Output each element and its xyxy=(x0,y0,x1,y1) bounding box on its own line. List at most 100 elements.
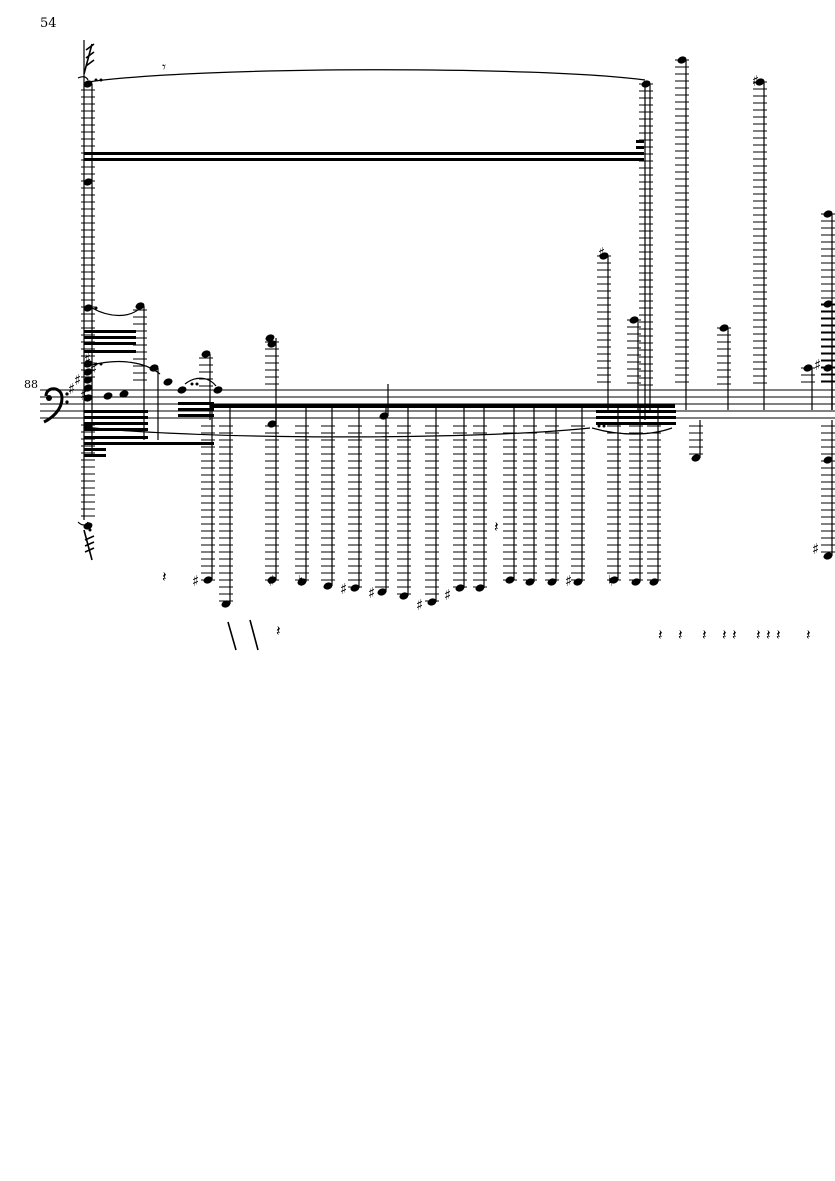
notehead xyxy=(629,316,639,324)
notehead xyxy=(83,80,93,88)
svg-text:𝄽: 𝄽 xyxy=(732,626,737,644)
notehead xyxy=(677,56,687,64)
notehead xyxy=(163,378,173,386)
notehead xyxy=(455,584,465,592)
notehead xyxy=(641,80,651,88)
svg-text:𝄾: 𝄾 xyxy=(162,58,166,76)
beams xyxy=(84,140,676,457)
notehead xyxy=(803,364,813,372)
notehead xyxy=(475,584,485,592)
tie-slur xyxy=(591,427,673,435)
svg-text:𝄽: 𝄽 xyxy=(276,622,281,640)
notehead xyxy=(103,392,113,400)
notehead xyxy=(691,454,701,462)
notehead xyxy=(83,360,93,368)
stems xyxy=(143,60,833,604)
notehead xyxy=(265,334,275,342)
notehead xyxy=(297,578,307,586)
notehead xyxy=(350,584,360,592)
tie-slur xyxy=(87,69,646,83)
notehead xyxy=(83,178,93,186)
svg-text:♯: ♯ xyxy=(268,572,275,590)
notehead xyxy=(649,578,659,586)
notehead xyxy=(505,576,515,584)
notehead xyxy=(573,578,583,586)
notehead xyxy=(83,394,93,402)
svg-text:♯: ♯ xyxy=(340,580,347,598)
svg-text:♮: ♮ xyxy=(298,572,303,590)
notehead xyxy=(221,600,231,608)
notehead xyxy=(83,423,93,431)
notehead xyxy=(399,592,409,600)
ledger-lines xyxy=(81,59,835,602)
svg-text:♯: ♯ xyxy=(565,572,572,590)
notehead xyxy=(203,576,213,584)
notehead xyxy=(149,364,159,372)
notehead xyxy=(427,598,437,606)
notehead xyxy=(547,578,557,586)
svg-text:𝄽: 𝄽 xyxy=(806,626,811,644)
accidentals: ♯ ♯ ♯ ♯ ♮ ♯ ♯ ♯ ♯ ♯ ♮ ♯ ♯ ♯ ♯ xyxy=(84,72,821,614)
svg-text:♯: ♯ xyxy=(74,371,81,389)
notehead xyxy=(755,78,765,86)
svg-text:♯: ♯ xyxy=(84,350,91,368)
svg-text:♯: ♯ xyxy=(812,540,819,558)
svg-text:𝄽: 𝄽 xyxy=(162,568,167,586)
notehead xyxy=(201,350,211,358)
svg-text:♯: ♯ xyxy=(416,596,423,614)
notehead xyxy=(823,552,833,560)
notehead xyxy=(599,252,609,260)
noteheads xyxy=(83,56,833,608)
svg-text:𝄽: 𝄽 xyxy=(658,626,663,644)
svg-text:𝄽: 𝄽 xyxy=(494,518,499,536)
notehead xyxy=(823,364,833,372)
notehead xyxy=(267,576,277,584)
measure-number: 88 xyxy=(24,378,38,391)
notehead xyxy=(119,390,129,398)
notehead xyxy=(267,340,277,348)
svg-text:𝄽: 𝄽 xyxy=(722,626,727,644)
svg-text:♯: ♯ xyxy=(192,572,199,590)
notehead xyxy=(379,412,389,420)
notehead xyxy=(177,386,187,394)
notehead xyxy=(323,582,333,590)
svg-text:𝄽: 𝄽 xyxy=(766,626,771,644)
notehead xyxy=(83,368,93,376)
svg-text:𝄽: 𝄽 xyxy=(756,626,761,644)
bass-clef-icon xyxy=(43,387,69,424)
svg-text:♯: ♯ xyxy=(598,244,605,262)
svg-text:♯: ♯ xyxy=(368,584,375,602)
notehead xyxy=(525,578,535,586)
notehead xyxy=(823,456,833,464)
svg-text:♯: ♯ xyxy=(814,356,821,374)
svg-text:𝄽: 𝄽 xyxy=(678,626,683,644)
tremolo-marks xyxy=(83,43,259,651)
notehead xyxy=(377,588,387,596)
notehead xyxy=(135,302,145,310)
tie-slur xyxy=(184,377,217,387)
svg-text:♮: ♮ xyxy=(608,572,613,590)
notehead xyxy=(823,300,833,308)
page-number: 54 xyxy=(40,16,57,31)
svg-text:♯: ♯ xyxy=(68,380,75,398)
notehead xyxy=(83,376,93,384)
svg-text:𝄽: 𝄽 xyxy=(776,626,781,644)
svg-text:𝄽: 𝄽 xyxy=(702,626,707,644)
notehead xyxy=(213,386,223,394)
notehead xyxy=(267,420,277,428)
tie-slur xyxy=(77,76,89,81)
notehead xyxy=(609,576,619,584)
notehead xyxy=(83,304,93,312)
tie-slur xyxy=(91,307,141,317)
chord-column xyxy=(83,40,646,520)
svg-text:♯: ♯ xyxy=(752,72,759,90)
rests: 𝄾 𝄽 𝄽 𝄽 𝄽 𝄽 𝄽 𝄽 𝄽 𝄽 𝄽 𝄽 𝄽 xyxy=(162,58,811,644)
tie-slur xyxy=(83,426,591,438)
svg-text:♯: ♯ xyxy=(90,360,97,378)
notehead xyxy=(83,384,93,392)
notehead xyxy=(631,578,641,586)
notehead xyxy=(719,324,729,332)
svg-text:♯: ♯ xyxy=(444,586,451,604)
notehead xyxy=(823,210,833,218)
